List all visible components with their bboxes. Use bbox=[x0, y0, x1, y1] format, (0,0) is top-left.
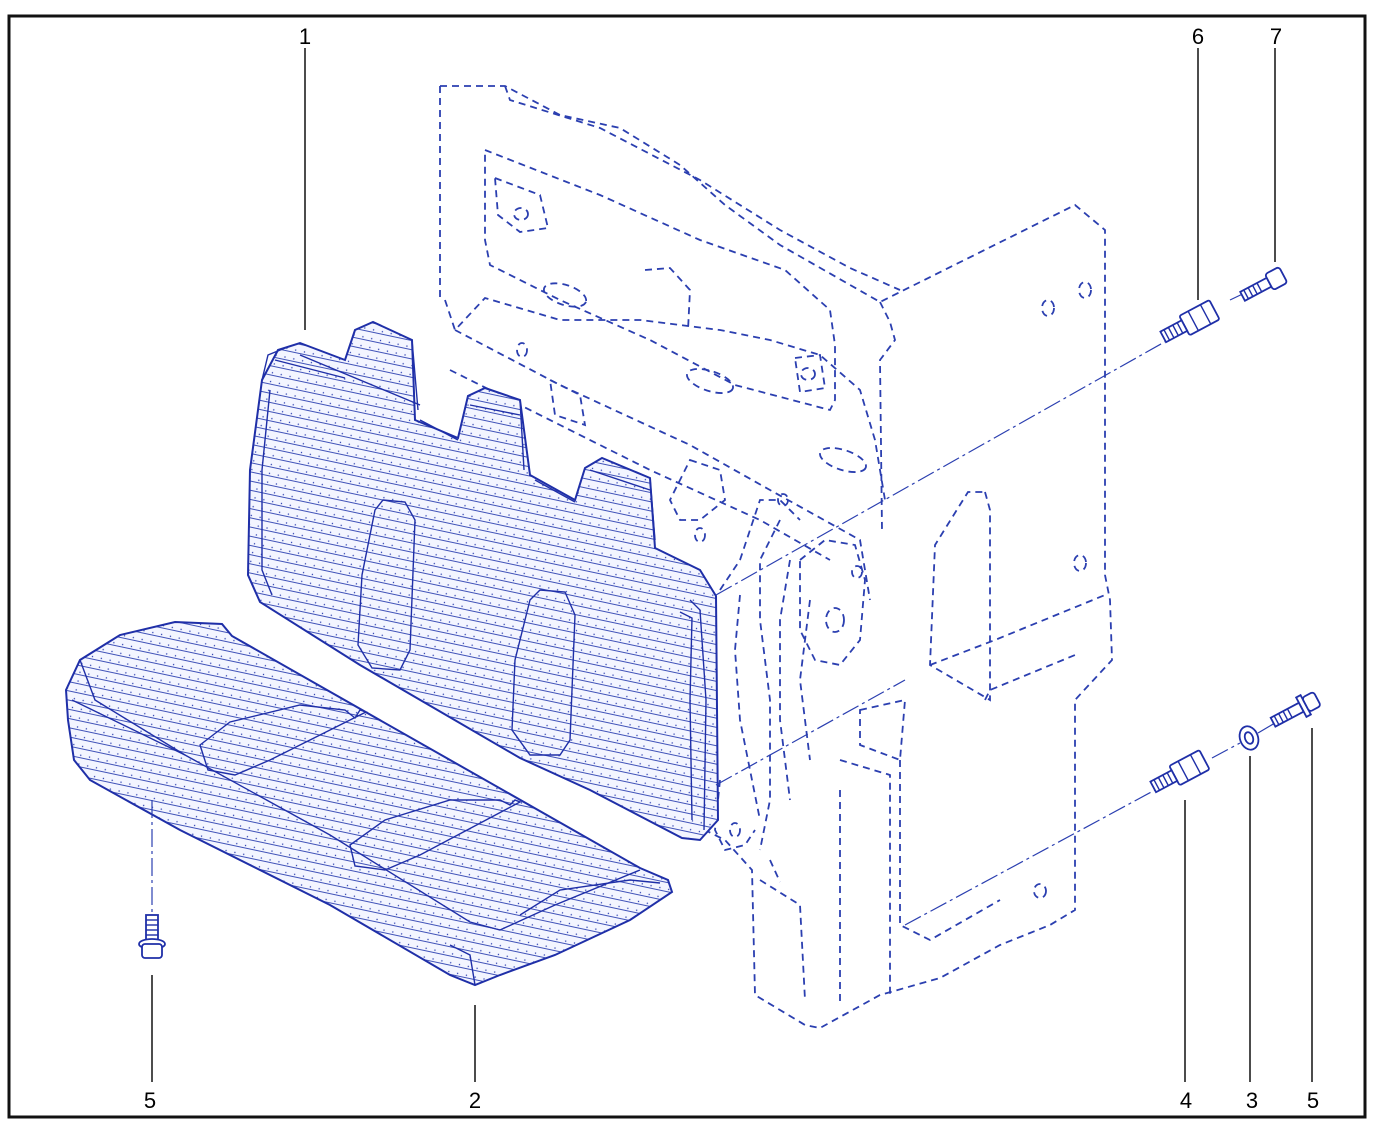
callout-5-left: 5 bbox=[144, 1088, 156, 1113]
callout-1: 1 bbox=[299, 24, 311, 49]
spacer-stud-lower bbox=[1149, 749, 1210, 794]
callout-6: 6 bbox=[1192, 24, 1204, 49]
callout-labels: 1 2 3 4 5 5 6 7 bbox=[144, 24, 1319, 1113]
callout-7: 7 bbox=[1270, 24, 1282, 49]
callout-4: 4 bbox=[1180, 1088, 1192, 1113]
bolt-lower-right bbox=[1269, 691, 1321, 728]
bolt-upper bbox=[1239, 266, 1288, 302]
seat-bottom-cushion bbox=[64, 620, 674, 987]
diagram-border bbox=[7, 14, 1367, 1119]
seat-back-cushion bbox=[246, 320, 720, 842]
callout-2: 2 bbox=[469, 1088, 481, 1113]
cab-wall-phantom bbox=[439, 85, 1113, 1029]
washer bbox=[1238, 725, 1260, 751]
leader-lines bbox=[151, 48, 1313, 1082]
spacer-stud-upper bbox=[1159, 299, 1220, 344]
callout-3: 3 bbox=[1246, 1088, 1258, 1113]
bolt-lower-left bbox=[138, 914, 166, 959]
callout-5-right: 5 bbox=[1307, 1088, 1319, 1113]
